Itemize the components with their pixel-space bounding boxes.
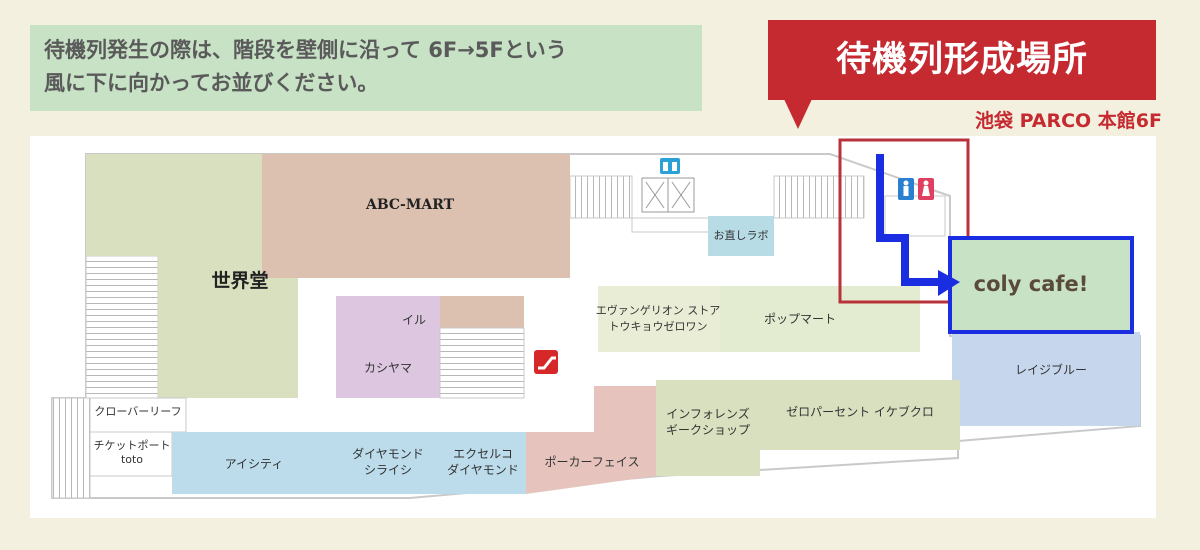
elevator-icon	[660, 158, 680, 174]
floor-map-drawing	[51, 138, 1141, 499]
floor-map: ABC-MART 世界堂 お直しラボ エヴァンゲリオン ストア トウキョウゼロワ…	[30, 136, 1156, 518]
store-zeropercent: ゼロパーセント イケブクロ	[786, 405, 934, 419]
store-popmart-block	[720, 286, 920, 352]
store-abc-mart-block	[262, 154, 570, 278]
notice-line-2: 風に下に向かってお並びください。	[44, 71, 379, 95]
store-ticketport-line-1: チケットポート	[93, 439, 171, 452]
store-kashiyama: カシヤマ	[363, 361, 412, 375]
store-diamond-shiraishi: ダイヤモンド シライシ	[336, 442, 440, 482]
store-zeropercent-block	[760, 380, 960, 450]
store-coly-cafe: coly cafe!	[973, 272, 1089, 296]
store-pokerface: ポーカーフェイス	[544, 455, 640, 469]
escalator-icon	[534, 350, 558, 374]
store-reigi-blue: レイジブルー	[1014, 363, 1087, 377]
store-ticketport-line-2: toto	[120, 453, 144, 466]
store-icity: アイシティ	[224, 457, 284, 471]
store-diamond-line-2: シライシ	[363, 463, 412, 477]
store-reigi-blue-block	[952, 332, 1140, 426]
coly-cafe-frame	[948, 236, 1134, 334]
store-popmart: ポップマート	[763, 312, 836, 326]
queue-location-banner: 待機列形成場所	[768, 20, 1156, 100]
store-cloverleaf-block	[89, 397, 187, 433]
store-ticketport: チケットポート toto	[86, 434, 178, 472]
store-influence-line-1: インフォレンズ	[666, 407, 750, 421]
store-diamond-shiraishi-block	[336, 432, 440, 494]
store-diamond-line-1: ダイヤモンド	[352, 447, 424, 461]
banner-pointer	[784, 99, 812, 129]
store-evangelion-block	[598, 286, 720, 352]
store-influence-block	[656, 380, 760, 476]
store-excelco-block	[440, 432, 526, 494]
store-evangelion-line-2: トウキョウゼロワン	[608, 320, 708, 333]
store-onaoshi-block	[708, 216, 774, 256]
floor-location-label: 池袋 PARCO 本館6F	[974, 110, 1162, 132]
store-cloverleaf: クローバーリーフ	[94, 405, 182, 418]
store-kashiyama-block	[336, 296, 440, 398]
store-onaoshi: お直しラボ	[713, 229, 769, 242]
store-sekaido-block	[86, 154, 262, 256]
notice-line-1: 待機列発生の際は、階段を壁側に沿って 6F→5Fという	[44, 38, 567, 62]
store-sekaido: 世界堂	[211, 270, 269, 292]
store-evangelion: エヴァンゲリオン ストア トウキョウゼロワン	[558, 299, 758, 339]
store-pokerface-block	[526, 386, 656, 494]
queue-notice: 待機列発生の際は、階段を壁側に沿って 6F→5Fという 風に下に向かってお並びく…	[30, 25, 702, 111]
store-il: イル	[401, 313, 426, 327]
store-influence: インフォレンズ ギークショップ	[656, 402, 760, 442]
store-icity-block	[172, 432, 336, 494]
store-excelco: エクセルコ ダイヤモンド	[440, 442, 526, 482]
store-ticketport-block	[89, 431, 173, 477]
route-arrow-icon	[876, 154, 960, 296]
store-influence-line-2: ギークショップ	[665, 423, 750, 437]
restroom-icon	[898, 178, 934, 200]
store-evangelion-line-1: エヴァンゲリオン ストア	[595, 304, 721, 317]
store-excelco-line-2: ダイヤモンド	[447, 463, 519, 477]
queue-area-frame	[838, 138, 970, 304]
store-excelco-line-1: エクセルコ	[453, 447, 513, 461]
store-abc-mart: ABC-MART	[365, 197, 455, 213]
